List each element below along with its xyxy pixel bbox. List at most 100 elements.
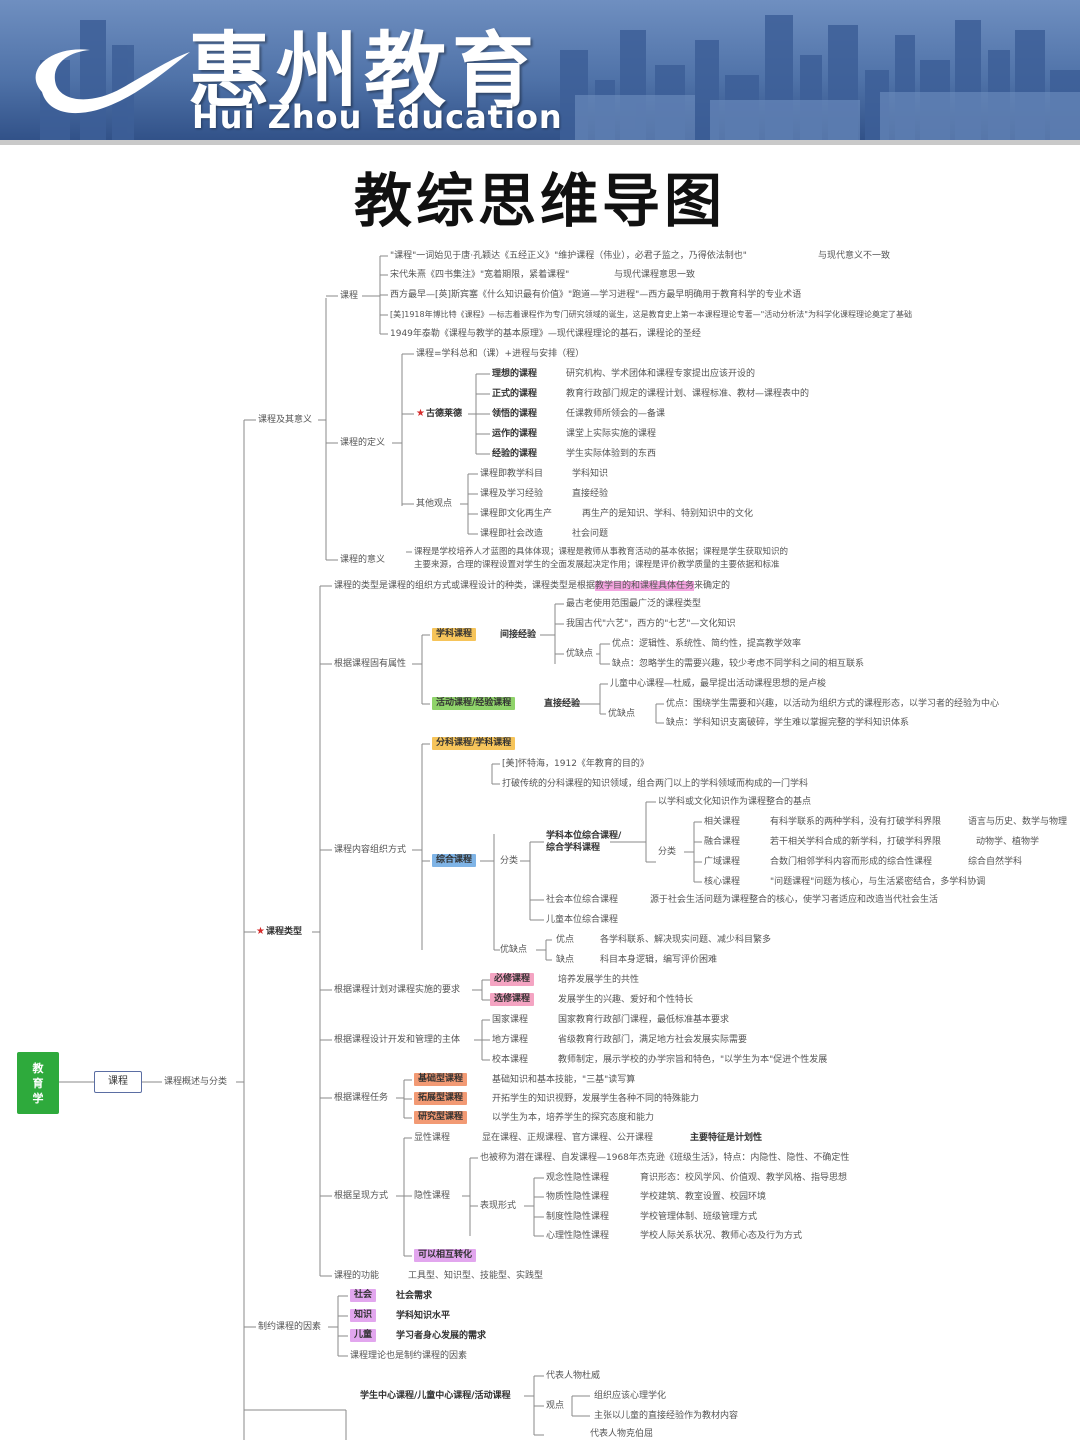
hidden-form-type: 心理性隐性课程 bbox=[546, 1231, 610, 1241]
hidden-form-desc: 学校建筑、教室设置、校园环境 bbox=[640, 1192, 767, 1202]
goodlad-name: 领悟的课程 bbox=[492, 409, 538, 419]
brand-subtitle: Hui Zhou Education bbox=[192, 98, 563, 136]
view-name: 课程即文化再生产 bbox=[480, 509, 553, 519]
integrated-type-example: 语言与历史、数学与物理 bbox=[968, 817, 1068, 827]
types-intro: 课程的类型是课程的组织方式或课程设计的种类，课程类型是根据教学目的和课程具体任务… bbox=[334, 581, 731, 591]
representative: 代表人物杜威 bbox=[546, 1371, 601, 1381]
mind-map-connectors bbox=[59, 255, 702, 1440]
tag-knowledge: 知识 bbox=[350, 1309, 377, 1322]
child-integrated: 儿童本位综合课程 bbox=[546, 915, 619, 925]
hidden-form-type: 物质性隐性课程 bbox=[546, 1192, 610, 1202]
tag-convertible: 可以相互转化 bbox=[414, 1249, 477, 1262]
history-item: "课程"一词始见于唐·孔颖达《五经正义》"维护课程（伟业），必君子监之，乃得依法… bbox=[390, 251, 747, 261]
knowledge-level: 学科知识水平 bbox=[396, 1311, 451, 1321]
integrated-type: 相关课程 bbox=[704, 817, 741, 827]
hidden-forms: 表现形式 bbox=[480, 1201, 517, 1211]
tag-elective-course: 选修课程 bbox=[490, 993, 535, 1006]
page-title: 教综思维导图 bbox=[353, 167, 726, 235]
view-desc: 直接经验 bbox=[572, 489, 609, 499]
node-function: 课程的功能 bbox=[334, 1271, 380, 1281]
school-course: 校本课程 bbox=[492, 1055, 529, 1065]
node-overview-classification: 课程概述与分类 bbox=[164, 1077, 228, 1087]
national-course: 国家课程 bbox=[492, 1015, 529, 1025]
integrated-pro: 各学科联系、解决现实问题、减少科目繁多 bbox=[600, 935, 772, 945]
node-student-centered: 学生中心课程/儿童中心课程/活动课程 bbox=[360, 1391, 511, 1401]
huizhou-education-logo bbox=[35, 49, 190, 114]
star-icon: ★ bbox=[256, 926, 265, 937]
goodlad-name: 正式的课程 bbox=[492, 389, 538, 399]
research-desc: 以学生为本，培养学生的探究态度和能力 bbox=[492, 1113, 655, 1123]
view-name: 课程即教学科目 bbox=[480, 469, 544, 479]
subject-pro: 优点：逻辑性、系统性、简约性，提高教学效率 bbox=[612, 639, 802, 649]
history-note: 与现代课程意思一致 bbox=[614, 270, 696, 280]
representative: 代表人物克伯屈 bbox=[590, 1429, 654, 1439]
society-integrated-desc: 源于社会生活问题为课程整合的核心，使学习者适应和改造当代社会生活 bbox=[650, 895, 939, 905]
activity-con: 缺点：学科知识支离破碎，学生难以掌握完整的学科知识体系 bbox=[666, 718, 910, 728]
basic-desc: 基础知识和基本技能，"三基"读写算 bbox=[492, 1075, 636, 1085]
hidden-course: 隐性课程 bbox=[414, 1191, 451, 1201]
integrated-type: 核心课程 bbox=[704, 877, 741, 887]
node-definition: 课程的定义 bbox=[340, 438, 386, 448]
required-desc: 培养发展学生的共性 bbox=[558, 975, 640, 985]
local-course: 地方课程 bbox=[492, 1035, 529, 1045]
hidden-form-desc: 学校管理体制、班级管理方式 bbox=[640, 1212, 758, 1222]
integrated-type-desc: 有科学联系的两种学科，没有打破学科界限 bbox=[770, 817, 942, 827]
node-by-task: 根据课程任务 bbox=[334, 1093, 389, 1103]
separate-item: [美]怀特海，1912《年教育的目的》 bbox=[502, 759, 649, 769]
viewpoint-label: 观点 bbox=[546, 1401, 565, 1411]
goodlad-desc: 课堂上实际实施的课程 bbox=[566, 429, 657, 439]
node-course-types: ★课程类型 bbox=[256, 926, 302, 937]
brand-title: 惠州教育 bbox=[188, 24, 541, 119]
activity-pros-cons: 优缺点 bbox=[608, 709, 636, 719]
history-note: 与现代意义不一致 bbox=[818, 251, 891, 261]
node-goodlad: ★古德莱德 bbox=[416, 408, 462, 419]
viewpoint: 组织应该心理学化 bbox=[594, 1391, 667, 1401]
banner-divider bbox=[0, 140, 1080, 145]
integrated-type-example: 综合自然学科 bbox=[968, 857, 1023, 867]
explicit-key-feature: 主要特征是计划性 bbox=[690, 1133, 763, 1143]
integrated-type: 融合课程 bbox=[704, 837, 741, 847]
subject-based-integrated: 学科本位综合课程/综合学科课程 bbox=[546, 831, 622, 853]
integrated-con: 科目本身逻辑，编写评价困难 bbox=[600, 955, 718, 965]
goodlad-desc: 学生实际体验到的东西 bbox=[566, 449, 657, 459]
mind-map: 教育学 课程 课程概述与分类 课程及其意义 课程 "课程"一词始见于唐·孔颖达《… bbox=[0, 230, 1080, 1440]
city-skyline-image bbox=[40, 15, 1080, 145]
integrated-type-desc: 若干相关学科合成的新学科，打破学科界限 bbox=[770, 837, 942, 847]
history-item: 宋代朱熹《四书集注》"宽着期限，紧着课程" bbox=[390, 270, 570, 280]
direct-experience: 直接经验 bbox=[544, 699, 581, 709]
subject-based-classification: 分类 bbox=[658, 847, 677, 857]
integrated-pro-label: 优点 bbox=[556, 935, 575, 945]
history-item: 西方最早—[英]斯宾塞《什么知识最有价值》"跑道—学习进程"—西方最早明确用于教… bbox=[390, 290, 802, 300]
node-by-content: 课程内容组织方式 bbox=[334, 845, 407, 855]
hidden-desc: 也被称为潜在课程、自发课程—1968年杰克逊《班级生活》，特点：内隐性、隐性、不… bbox=[480, 1153, 850, 1163]
viewpoint: 主张以儿童的直接经验作为教材内容 bbox=[594, 1411, 739, 1421]
child-need: 学习者身心发展的需求 bbox=[396, 1331, 487, 1341]
activity-item: 儿童中心课程—杜威，最早提出活动课程思想的是卢梭 bbox=[610, 679, 827, 689]
node-meaning: 课程的意义 bbox=[340, 555, 386, 565]
integrated-pros-cons: 优缺点 bbox=[500, 945, 528, 955]
tag-child: 儿童 bbox=[350, 1329, 377, 1342]
society-need: 社会需求 bbox=[396, 1291, 433, 1301]
node-by-nature: 根据课程固有属性 bbox=[334, 659, 407, 669]
meaning-text: 课程是学校培养人才蓝图的具体体现；课程是教师从事教育活动的基本依据；课程是学生获… bbox=[414, 547, 789, 557]
view-desc: 学科知识 bbox=[572, 469, 609, 479]
integrated-type: 广域课程 bbox=[704, 857, 741, 867]
tag-society: 社会 bbox=[350, 1289, 377, 1302]
explicit-course: 显性课程 bbox=[414, 1133, 451, 1143]
tag-basic-course: 基础型课程 bbox=[414, 1073, 468, 1086]
star-icon: ★ bbox=[416, 408, 425, 419]
subject-con: 缺点：忽略学生的需要兴趣，较少考虑不同学科之间的相互联系 bbox=[612, 659, 865, 669]
goodlad-desc: 任课教师所领会的—备课 bbox=[566, 409, 666, 419]
tag-extended-course: 拓展型课程 bbox=[414, 1092, 468, 1105]
hidden-form-desc: 育识形态：校风学风、价值观、教学风格、指导思想 bbox=[640, 1173, 848, 1183]
school-desc: 教师制定，展示学校的办学宗旨和特色，"以学生为本"促进个性发展 bbox=[558, 1055, 828, 1065]
tag-research-course: 研究型课程 bbox=[414, 1111, 468, 1124]
indirect-experience: 间接经验 bbox=[500, 630, 537, 640]
node-other-views: 其他观点 bbox=[416, 499, 453, 509]
node-by-subject: 根据课程设计开发和管理的主体 bbox=[334, 1035, 461, 1045]
node-by-plan: 根据课程计划对课程实施的要求 bbox=[334, 985, 461, 995]
separate-item: 打破传统的分科课程的知识领域，组合两门以上的学科领域而构成的一门学科 bbox=[502, 779, 809, 789]
goodlad-desc: 研究机构、学术团体和课程专家提出应该开设的 bbox=[566, 369, 756, 379]
definition-formula: 课程=学科总和（课）+进程与安排（程） bbox=[416, 349, 585, 359]
goodlad-name: 经验的课程 bbox=[492, 449, 538, 459]
